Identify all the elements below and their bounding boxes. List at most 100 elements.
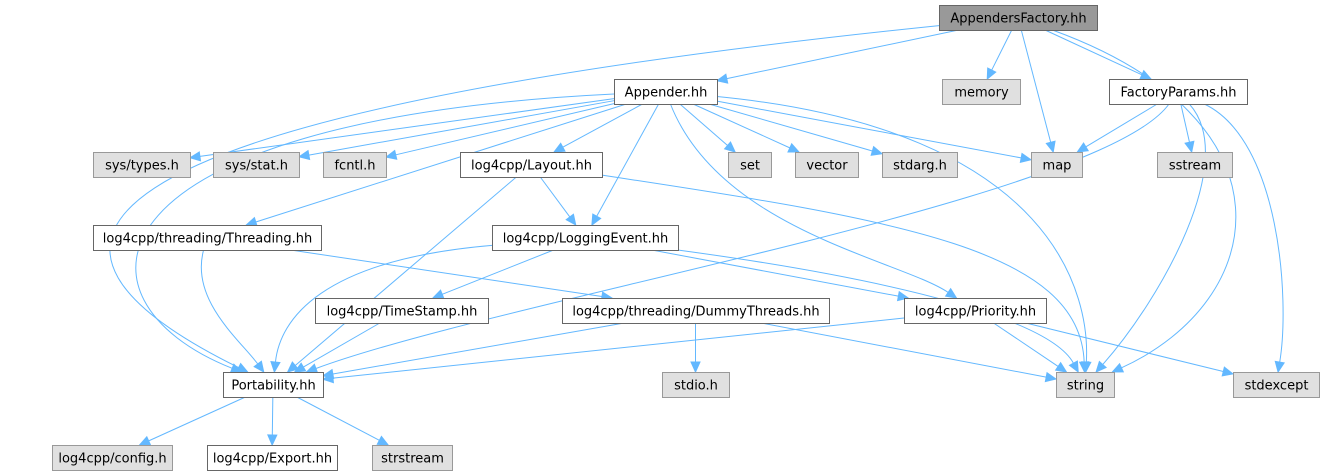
node-dummythreads[interactable]: log4cpp/threading/DummyThreads.hh [562, 298, 830, 324]
arrowhead-icon [1221, 366, 1235, 377]
node-priority[interactable]: log4cpp/Priority.hh [904, 298, 1047, 324]
arrowhead-icon [245, 216, 258, 227]
node-box [662, 372, 730, 398]
arrowhead-icon [1139, 69, 1153, 80]
node-label: log4cpp/threading/DummyThreads.hh [572, 305, 819, 320]
arrowhead-icon [286, 361, 300, 373]
edge-priority-to-string [993, 322, 1068, 373]
arrowhead-icon [305, 363, 319, 374]
arrowhead-icon [1068, 360, 1079, 374]
edge-line [716, 96, 1088, 363]
edge-priority-to-portability [321, 317, 905, 384]
node-box [207, 445, 338, 471]
node-threading[interactable]: log4cpp/threading/Threading.hh [93, 225, 322, 251]
edge-loggingevent-to-portability [270, 244, 493, 374]
node-layout[interactable]: log4cpp/Layout.hh [460, 152, 603, 178]
edge-line [274, 244, 493, 363]
arrowhead-icon [1078, 361, 1090, 374]
edge-dummythreads-to-portability [321, 322, 625, 380]
edge-line [199, 98, 615, 157]
edge-line [308, 100, 615, 156]
arrowhead-icon [591, 213, 602, 227]
edge-line [1204, 103, 1284, 363]
node-label: vector [806, 159, 848, 174]
node-box [1109, 79, 1248, 105]
node-box [93, 225, 322, 251]
node-label: log4cpp/config.h [58, 452, 166, 467]
edge-appendersfactory-to-memory [986, 29, 1013, 81]
edge-line [716, 100, 1022, 159]
node-fcntl: fcntl.h [323, 152, 387, 178]
node-label: FactoryParams.hh [1120, 86, 1236, 101]
node-stdexcept: stdexcept [1233, 372, 1320, 398]
arrowhead-icon [1076, 142, 1090, 153]
edge-appendersfactory-to-string [1052, 29, 1237, 373]
node-appendersfactory[interactable]: AppendersFactory.hh [939, 5, 1098, 31]
edge-factoryparams-to-stdexcept [1204, 103, 1285, 374]
node-stdarg: stdarg.h [882, 152, 958, 178]
edge-line [294, 176, 517, 366]
edge-appender-to-layout [552, 103, 643, 153]
edge-line [601, 174, 1085, 363]
edge-appendersfactory-to-factoryparams [1044, 29, 1153, 80]
edge-line [135, 93, 615, 369]
node-map: map [1031, 152, 1083, 178]
node-box [904, 298, 1047, 324]
edge-threading-to-portability [200, 249, 265, 373]
node-label: strstream [381, 452, 444, 467]
edge-line [332, 317, 905, 379]
node-label: map [1043, 159, 1072, 174]
node-box [939, 5, 1098, 31]
node-box [614, 79, 718, 105]
edge-line [1102, 103, 1206, 365]
arrowhead-icon [944, 287, 958, 299]
edge-line [692, 103, 791, 149]
edge-line [395, 103, 615, 156]
node-label: Appender.hh [625, 86, 708, 101]
edge-loggingevent-to-priority [651, 249, 910, 302]
edge-portability-to-strstream [296, 396, 390, 446]
edge-portability-to-export [267, 396, 278, 447]
edge-appender-to-fcntl [384, 103, 615, 160]
arrowhead-icon [690, 361, 701, 374]
node-label: string [1067, 379, 1104, 394]
edge-factoryparams-to-map [1076, 103, 1158, 153]
node-timestamp[interactable]: log4cpp/TimeStamp.hh [315, 298, 489, 324]
node-portability[interactable]: Portability.hh [223, 372, 324, 398]
arrowhead-icon [1274, 360, 1285, 374]
node-factoryparams[interactable]: FactoryParams.hh [1109, 79, 1248, 105]
edge-line [1025, 322, 1224, 373]
edge-appender-to-systypes [188, 98, 615, 162]
node-appender[interactable]: Appender.hh [614, 79, 718, 105]
edge-line [539, 176, 571, 218]
edge-line [200, 249, 259, 365]
edge-line [148, 396, 246, 442]
edge-line [1020, 29, 1052, 143]
edge-dummythreads-to-stdio [690, 323, 701, 374]
node-label: set [740, 159, 760, 174]
edge-layout-to-portability [286, 176, 517, 373]
node-loggingevent[interactable]: log4cpp/LoggingEvent.hh [492, 225, 679, 251]
edge-threading-to-dummythreads [290, 249, 614, 302]
node-label: AppendersFactory.hh [950, 12, 1086, 27]
arrowhead-icon [1184, 140, 1195, 154]
node-config: log4cpp/config.h [52, 445, 173, 471]
node-export[interactable]: log4cpp/Export.hh [207, 445, 338, 471]
edge-priority-to-stdexcept [1025, 322, 1235, 377]
node-label: log4cpp/LoggingEvent.hh [503, 232, 669, 247]
node-box [93, 152, 191, 178]
arrowhead-icon [293, 362, 307, 373]
node-box [1031, 152, 1083, 178]
arrowhead-icon [986, 67, 997, 81]
arrowhead-icon [723, 141, 737, 153]
node-box [315, 298, 489, 324]
edge-line [332, 322, 625, 375]
edge-line [303, 322, 381, 368]
edge-line [315, 103, 1170, 369]
arrowhead-icon [270, 360, 281, 374]
node-box [1056, 372, 1115, 398]
arrowhead-icon [253, 360, 265, 373]
node-label: log4cpp/TimeStamp.hh [327, 305, 478, 320]
arrowhead-icon [565, 213, 577, 226]
